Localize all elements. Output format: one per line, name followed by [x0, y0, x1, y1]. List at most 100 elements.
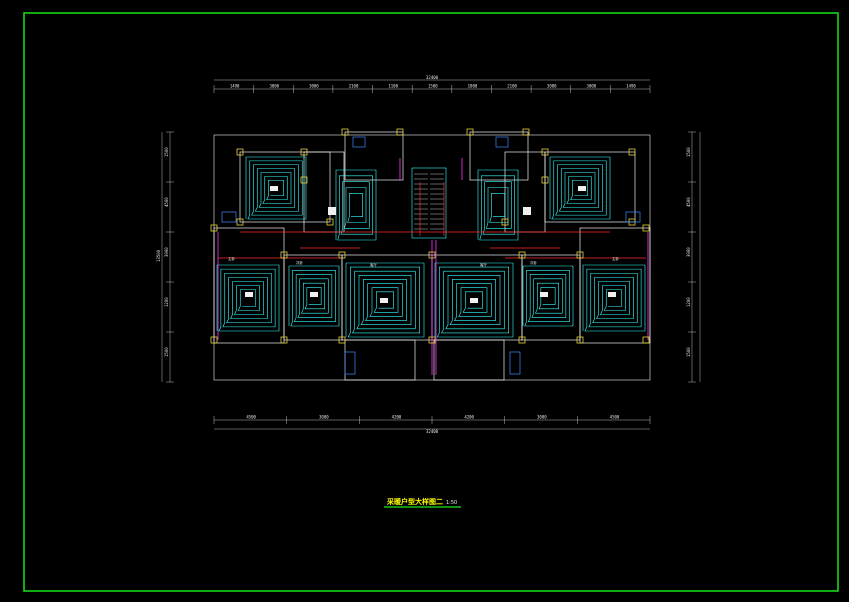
top-dimension-label: 1490: [626, 84, 636, 89]
wall: [344, 131, 404, 181]
drawing-scale: 1:50: [446, 500, 457, 506]
coil-living-room-left: [345, 262, 425, 338]
manifold: [608, 292, 616, 297]
column: [541, 148, 549, 156]
fixture: [344, 351, 356, 375]
fixture: [352, 136, 366, 148]
column: [628, 148, 636, 156]
top-dimension-label: 2100: [507, 84, 517, 89]
coil-bedroom-right-top: [549, 156, 611, 220]
column: [300, 148, 308, 156]
right-dimension-label: 1500: [686, 147, 691, 157]
left-total-label: 13500: [156, 249, 161, 262]
manifold: [578, 186, 586, 191]
column: [518, 251, 526, 259]
top-total-label: 32400: [426, 75, 439, 80]
room-label: 客厅: [480, 262, 488, 267]
column: [576, 336, 584, 344]
wall: [469, 131, 529, 181]
column: [236, 148, 244, 156]
manifold: [328, 207, 336, 215]
manifold: [540, 292, 548, 297]
top-dimension-label: 1500: [428, 84, 438, 89]
manifold: [470, 298, 478, 303]
top-dimension-label: 3000: [587, 84, 597, 89]
right-dimension-label: 1500: [686, 347, 691, 357]
room-label: 客厅: [370, 262, 378, 267]
manifold: [523, 207, 531, 215]
floor-plan: 主卧次卧客厅客厅次卧主卧: [210, 128, 651, 381]
top-dimension-label: 3000: [309, 84, 319, 89]
right-dimension-label: 3900: [686, 247, 691, 257]
bottom-dimension-label: 4200: [392, 415, 402, 420]
bottom-total-label: 32400: [426, 429, 439, 434]
room-label: 主卧: [228, 256, 235, 261]
column: [210, 224, 218, 232]
column: [541, 176, 549, 184]
bottom-dimension-label: 4500: [246, 415, 256, 420]
manifold: [270, 186, 278, 191]
column: [576, 251, 584, 259]
column: [280, 251, 288, 259]
column: [642, 336, 650, 344]
column: [236, 218, 244, 226]
drawing-title: 采暖户型大样图二: [386, 497, 443, 506]
room-label: 次卧: [296, 260, 304, 265]
right-dimension-label: 4500: [686, 197, 691, 207]
drawing-frame: [23, 12, 839, 592]
wall: [544, 151, 636, 223]
coil-kitchen-left: [335, 169, 377, 241]
left-dimension-label: 4500: [164, 197, 169, 207]
wall: [341, 254, 433, 341]
column: [338, 251, 346, 259]
fixture: [509, 351, 521, 375]
wall: [521, 254, 581, 341]
wall: [303, 151, 345, 233]
bottom-dimension-label: 3000: [319, 415, 329, 420]
coil-second-bedroom-left: [288, 265, 340, 327]
coil-master-bedroom-left: [216, 264, 280, 332]
fixture: [625, 211, 641, 223]
top-dimension-label: 3000: [547, 84, 557, 89]
dimension-lines: 1490 3000 3000 2100 1100 1500 1000 2100 3000 3000…: [156, 75, 701, 434]
column: [518, 336, 526, 344]
coil-second-bedroom-right: [522, 265, 574, 327]
column: [210, 336, 218, 344]
stair-outline: [411, 167, 447, 239]
fixture: [495, 136, 509, 148]
column: [466, 128, 474, 136]
column: [300, 176, 308, 184]
manifold: [380, 298, 388, 303]
column: [341, 128, 349, 136]
column: [428, 251, 436, 259]
top-dimension-label: 3000: [269, 84, 279, 89]
drawing-title-block: 采暖户型大样图二 1:50: [384, 497, 461, 508]
manifold: [245, 292, 253, 297]
left-dimension-label: 3900: [164, 247, 169, 257]
column: [338, 336, 346, 344]
column: [396, 128, 404, 136]
top-dimension-label: 2100: [349, 84, 359, 89]
column: [501, 218, 509, 226]
top-dimension-label: 1490: [230, 84, 240, 89]
room-label: 主卧: [612, 256, 620, 261]
column: [280, 336, 288, 344]
wall: [344, 339, 416, 381]
left-dimension-label: 1500: [164, 347, 169, 357]
wall: [433, 339, 505, 381]
column: [522, 128, 530, 136]
column: [428, 336, 436, 344]
top-dimension-label: 1000: [468, 84, 478, 89]
bottom-dimension-label: 3000: [537, 415, 547, 420]
coil-kitchen-right: [477, 169, 519, 241]
wall: [239, 151, 331, 223]
wall: [504, 151, 546, 233]
right-dimension-label: 1200: [686, 297, 691, 307]
coil-master-bedroom-right: [582, 264, 646, 332]
coil-living-room-right: [434, 262, 514, 338]
left-dimension-label: 1500: [164, 147, 169, 157]
manifold: [310, 292, 318, 297]
top-dimension-label: 1100: [388, 84, 398, 89]
column: [642, 224, 650, 232]
